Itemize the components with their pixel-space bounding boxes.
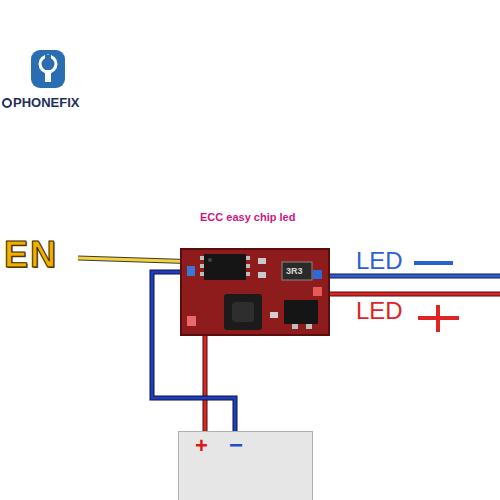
plus-symbol [418, 305, 459, 332]
led-minus-wire [322, 276, 500, 277]
logo-wrench-gap [45, 55, 51, 61]
battery: +− [178, 431, 313, 500]
pin-name: LED [356, 248, 403, 274]
minus-symbol [414, 261, 453, 265]
logo-wrench-handle [45, 70, 51, 82]
led-plus-wire [322, 294, 500, 295]
plus-bar [436, 305, 440, 332]
diagram-title: ECC easy chip led [200, 211, 295, 223]
wire-outline [322, 292, 500, 297]
wire-outline [203, 336, 208, 431]
logo-dot [3, 99, 11, 107]
wire-core [322, 293, 500, 296]
watermark: PHONEFIX [13, 96, 79, 110]
polarity-sign: − [229, 432, 243, 458]
logo-badge [31, 50, 65, 88]
plus-bar [418, 316, 459, 320]
wire-outline [322, 274, 500, 279]
wire-core [204, 336, 207, 431]
signal-name: EN [4, 235, 58, 275]
polarity-sign: + [195, 434, 208, 458]
wire-core [322, 275, 500, 278]
power-wire [205, 336, 206, 431]
part-marking: 3R3 [286, 267, 303, 277]
pin-name: LED [356, 298, 403, 324]
pcb-board: 3R3 [180, 248, 330, 336]
logo-wrench-head [40, 56, 56, 72]
